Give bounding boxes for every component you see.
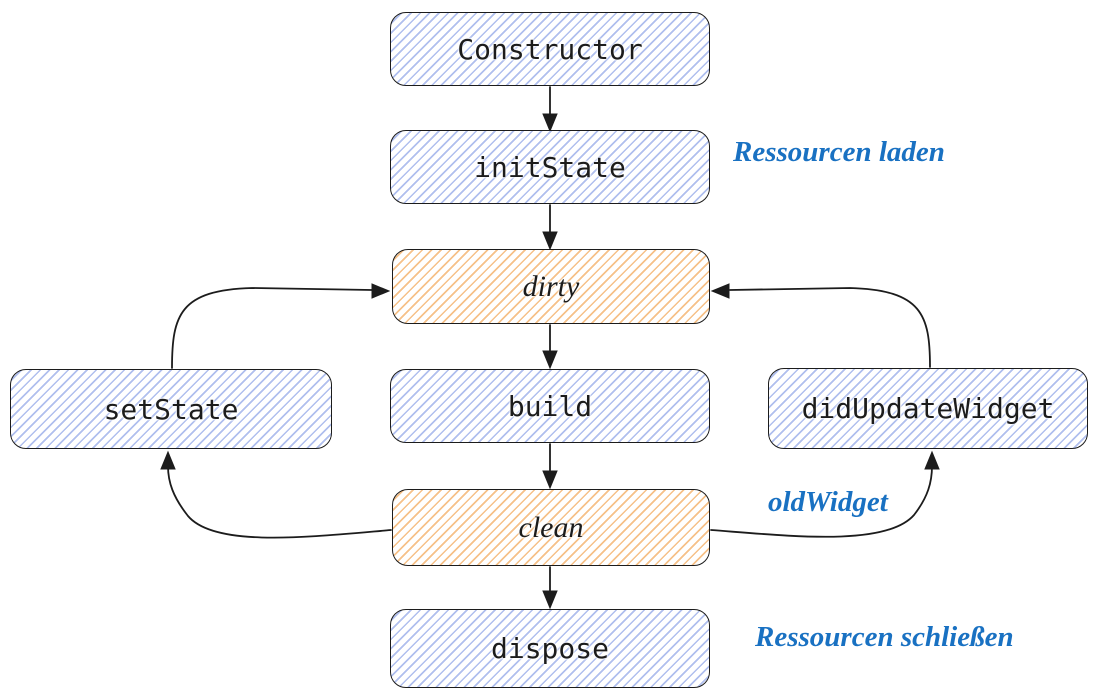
node-build: build [390,369,710,443]
arrow-didupdatewidget-to-dirty [729,287,931,368]
arrowhead-dirty-to-build [542,350,558,370]
annotation-ressourcen-schliessen: Ressourcen schließen [755,621,1014,653]
node-dirty: dirty [392,249,710,324]
node-dispose: dispose [390,609,710,688]
arrowhead-clean-to-didupdatewidget [924,450,940,470]
node-constructor-label: Constructor [457,32,643,66]
node-didupdatewidget: didUpdateWidget [768,368,1088,449]
arrowhead-clean-to-setstate [160,450,176,470]
node-didupdatewidget-label: didUpdateWidget [801,392,1055,425]
arrowhead-didupdatewidget-to-dirty [710,283,730,299]
node-clean-label: clean [518,510,584,544]
node-constructor: Constructor [390,12,710,86]
arrowhead-constructor-to-initstate [542,113,558,133]
node-dirty-label: dirty [522,269,580,303]
annotation-oldwidget: oldWidget [768,486,888,518]
arrowhead-build-to-clean [542,470,558,490]
node-dispose-label: dispose [490,632,609,665]
node-initstate: initState [390,130,710,204]
node-clean: clean [392,489,710,566]
annotation-ressourcen-laden: Ressourcen laden [733,136,945,168]
node-setstate: setState [10,369,332,449]
arrowhead-clean-to-dispose [542,590,558,610]
arrowhead-setstate-to-dirty [371,283,391,299]
node-setstate-label: setState [103,392,239,426]
node-build-label: build [507,389,593,423]
node-initstate-label: initState [474,150,626,184]
arrow-setstate-to-dirty [171,287,373,369]
arrowhead-initstate-to-dirty [542,231,558,251]
arrow-clean-to-setstate [167,465,392,539]
